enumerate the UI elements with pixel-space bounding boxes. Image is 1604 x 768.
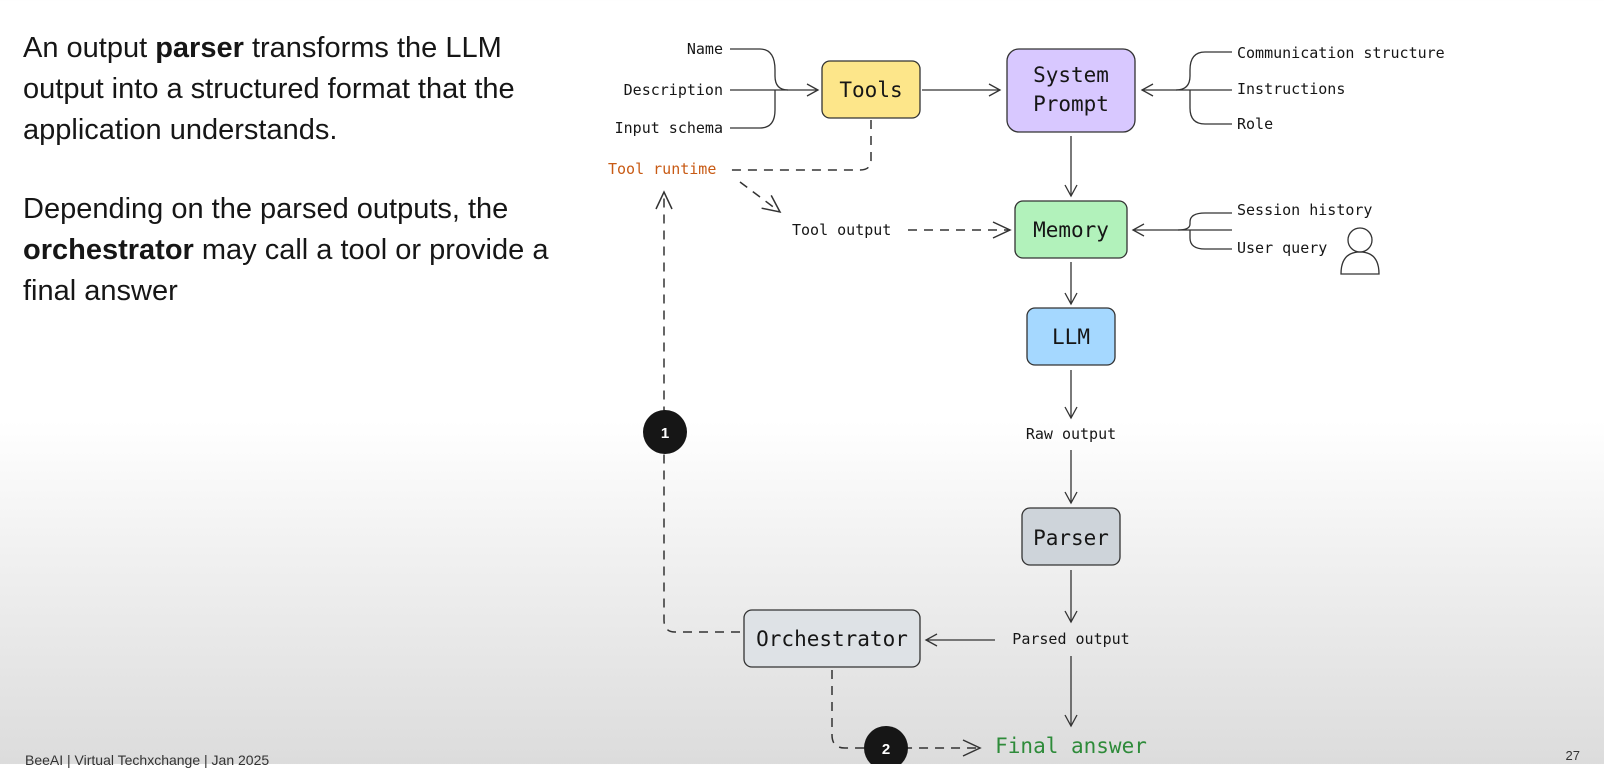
raw-output-label: Raw output (1026, 425, 1116, 443)
orchestrator-to-runtime-dashed (655, 190, 740, 633)
tools-box (821, 60, 921, 119)
paragraph-orchestrator: Depending on the parsed outputs, the orc… (23, 189, 563, 312)
user-icon (1340, 227, 1380, 275)
p1-bold-parser: parser (155, 32, 244, 64)
p1-text-a: An output (23, 32, 156, 64)
runtime-to-tool-output-arrow (739, 181, 782, 214)
tools-to-runtime-dashed (728, 120, 872, 171)
step-1-number: 1 (661, 425, 669, 442)
session-history-label: Session history (1237, 201, 1372, 219)
communication-structure-label: Communication structure (1237, 44, 1445, 62)
input-schema-label: Input schema (615, 119, 723, 137)
paragraph-parser: An output parser transforms the LLM outp… (23, 28, 563, 151)
tool-runtime-label: Tool runtime (608, 160, 716, 178)
p2-bold-orchestrator: orchestrator (23, 234, 194, 266)
parser-box (1021, 507, 1121, 566)
system-prompt-box (1006, 48, 1136, 133)
p2-text-a: Depending on the parsed outputs, the (23, 193, 509, 225)
description-label: Description (624, 81, 723, 99)
memory-label: Memory (1033, 218, 1109, 242)
llm-label: LLM (1052, 325, 1090, 349)
system-prompt-label-line2: Prompt (1033, 92, 1109, 116)
memory-box (1014, 200, 1128, 259)
footer-text: BeeAI | Virtual Techxchange | Jan 2025 (25, 752, 270, 768)
name-label: Name (687, 40, 723, 58)
final-answer-label: Final answer (995, 734, 1147, 758)
system-prompt-input-brace (1175, 51, 1232, 125)
p1-text-c: transforms the LLM output into a structu… (23, 32, 515, 146)
parsed-output-label: Parsed output (1012, 630, 1129, 648)
tools-label: Tools (839, 78, 902, 102)
orchestrator-label: Orchestrator (756, 627, 908, 651)
user-query-label: User query (1237, 239, 1327, 257)
page-number: 27 (1565, 748, 1580, 763)
tool-output-label: Tool output (792, 221, 891, 239)
llm-box (1026, 307, 1116, 366)
parser-label: Parser (1033, 526, 1109, 550)
role-label: Role (1237, 115, 1273, 133)
instructions-label: Instructions (1237, 80, 1345, 98)
orchestrator-box (743, 609, 921, 668)
p2-text-c: may call a tool or provide a final answe… (23, 234, 549, 307)
system-prompt-label-line1: System (1033, 63, 1109, 87)
step-1-badge (643, 410, 687, 454)
memory-input-brace (1177, 212, 1232, 250)
step-2-badge (864, 726, 908, 764)
step-2-number: 2 (882, 741, 890, 758)
orchestrator-to-final-dashed (831, 670, 982, 757)
tools-input-brace (730, 48, 789, 129)
